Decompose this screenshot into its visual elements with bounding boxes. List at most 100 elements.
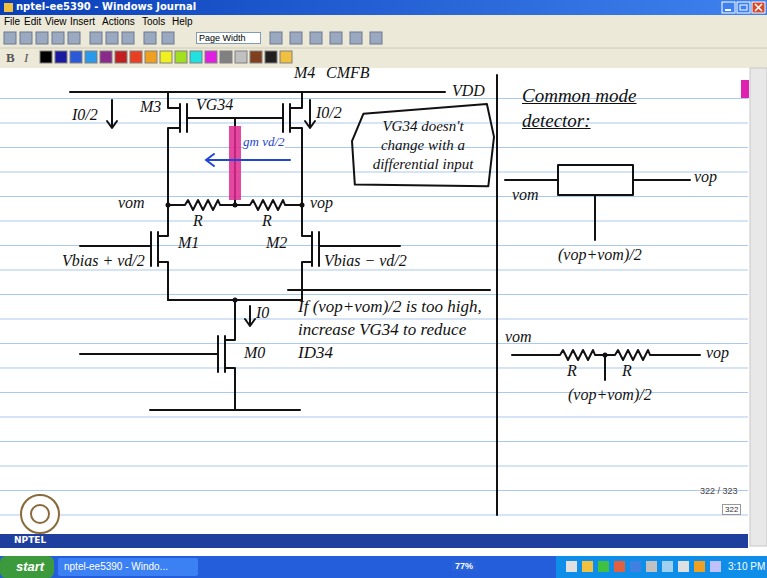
- palette-swatch: [175, 51, 187, 63]
- page-number: 322: [722, 504, 741, 515]
- input-voltage-label: Vbias + vd/2: [62, 252, 145, 270]
- palette-swatch: [145, 51, 157, 63]
- block-label: CMFB: [326, 64, 370, 82]
- palette-swatch: [250, 51, 262, 63]
- component-label: R: [567, 362, 577, 380]
- toolbar-icon: [370, 32, 382, 44]
- menu-item: Actions: [102, 16, 135, 27]
- current-arrow: [245, 306, 255, 326]
- toolbar-icon: [20, 32, 32, 44]
- close-glyph: [755, 4, 762, 11]
- menu-item: Tools: [142, 16, 165, 27]
- current-arrow: [305, 100, 315, 128]
- heading: Common mode detector:: [522, 84, 672, 133]
- current-arrow: [206, 154, 290, 166]
- detector-box: [558, 165, 633, 195]
- transistor-label: M3: [140, 98, 161, 116]
- palette-swatch: [265, 51, 277, 63]
- palette-swatch: [235, 51, 247, 63]
- palette-swatch: [100, 51, 112, 63]
- toolbar-icon: [36, 32, 48, 44]
- toolbar-icon: [52, 32, 64, 44]
- taskbar-item: nptel-ee5390 - Windo...: [64, 561, 168, 572]
- pmos-symbol: [168, 92, 180, 205]
- node-voltage-label: VG34: [196, 96, 233, 114]
- battery-level: 77%: [452, 561, 476, 571]
- note-callout: VG34 doesn't change with a differential …: [352, 104, 494, 186]
- toolbar-divider: [0, 48, 767, 49]
- tray-icon: [694, 561, 705, 572]
- toolbar-icon: [162, 32, 174, 44]
- tray-icons: [566, 561, 721, 572]
- format-button: B: [6, 50, 15, 66]
- highlight-bar: [229, 126, 241, 200]
- current-arrow: [107, 100, 117, 128]
- transistor-label: M1: [178, 234, 199, 252]
- resistor-symbol: [168, 200, 302, 210]
- junction-dot: [603, 353, 608, 358]
- nptel-logo: [21, 495, 59, 533]
- task-button: [58, 558, 198, 576]
- component-label: R: [193, 212, 203, 230]
- tray-icon: [598, 561, 609, 572]
- nmos-symbol: [158, 205, 168, 300]
- tray-icon: [710, 561, 721, 572]
- palette-swatch: [40, 51, 52, 63]
- transistor-label: M0: [244, 344, 265, 362]
- junction-dot: [166, 203, 171, 208]
- ground-line: [150, 409, 300, 411]
- transistor-label: M2: [266, 234, 287, 252]
- menu-item: View: [45, 16, 67, 27]
- ruled-lines: [0, 80, 748, 530]
- current-label: I0/2: [316, 104, 342, 122]
- junction-dot: [300, 203, 305, 208]
- scrollbar: [750, 68, 767, 546]
- toolbar-icons: [4, 32, 382, 44]
- tray-icon: [614, 561, 625, 572]
- menu-item: Edit: [24, 16, 41, 27]
- current-label: I0/2: [72, 106, 98, 124]
- node-voltage-label: vom: [505, 328, 532, 346]
- palette-swatch: [55, 51, 67, 63]
- app-icon: [4, 3, 13, 12]
- tray-icon: [630, 561, 641, 572]
- resistor-divider: [512, 350, 700, 380]
- junction-dot: [233, 203, 238, 208]
- output-label: (vop+vom)/2: [558, 246, 642, 264]
- gate-wire: [80, 336, 218, 372]
- page-number: 322 / 323: [700, 486, 738, 496]
- logo-text: NPTEL: [14, 535, 46, 545]
- toolbar-icon: [270, 32, 282, 44]
- transistor-label: M4: [294, 64, 315, 82]
- minimize-button: [722, 2, 735, 13]
- start-button: [0, 556, 54, 578]
- node-voltage-label: vop: [706, 344, 729, 362]
- tray-icon: [646, 561, 657, 572]
- tray-icon: [582, 561, 593, 572]
- component-label: R: [622, 362, 632, 380]
- input-voltage-label: Vbias − vd/2: [324, 252, 407, 270]
- palette-swatch: [85, 51, 97, 63]
- page-marker: [741, 80, 749, 98]
- note-text: VG34 doesn't change with a differential …: [366, 117, 480, 173]
- restore-glyph: [740, 5, 747, 10]
- current-label: I0: [256, 304, 269, 322]
- toolbar-icon: [68, 32, 80, 44]
- palette-swatch: [220, 51, 232, 63]
- menu-bar: [0, 15, 767, 29]
- menu-item: Insert: [70, 16, 95, 27]
- color-palette: [40, 51, 292, 63]
- tray-icon: [662, 561, 673, 572]
- palette-swatch: [280, 51, 292, 63]
- circuit: [70, 75, 700, 515]
- annotation-text: If (vop+vom)/2 is too high, increase VG3…: [298, 296, 490, 365]
- menu-item: Help: [172, 16, 193, 27]
- node-voltage-label: vom: [512, 186, 539, 204]
- minimize-glyph: [725, 9, 731, 11]
- toolbar-icon: [4, 32, 16, 44]
- toolbar-icon: [106, 32, 118, 44]
- divider-line: [496, 75, 498, 515]
- node-voltage-label: vom: [118, 194, 145, 212]
- current-annotation: gm vd/2: [243, 134, 285, 150]
